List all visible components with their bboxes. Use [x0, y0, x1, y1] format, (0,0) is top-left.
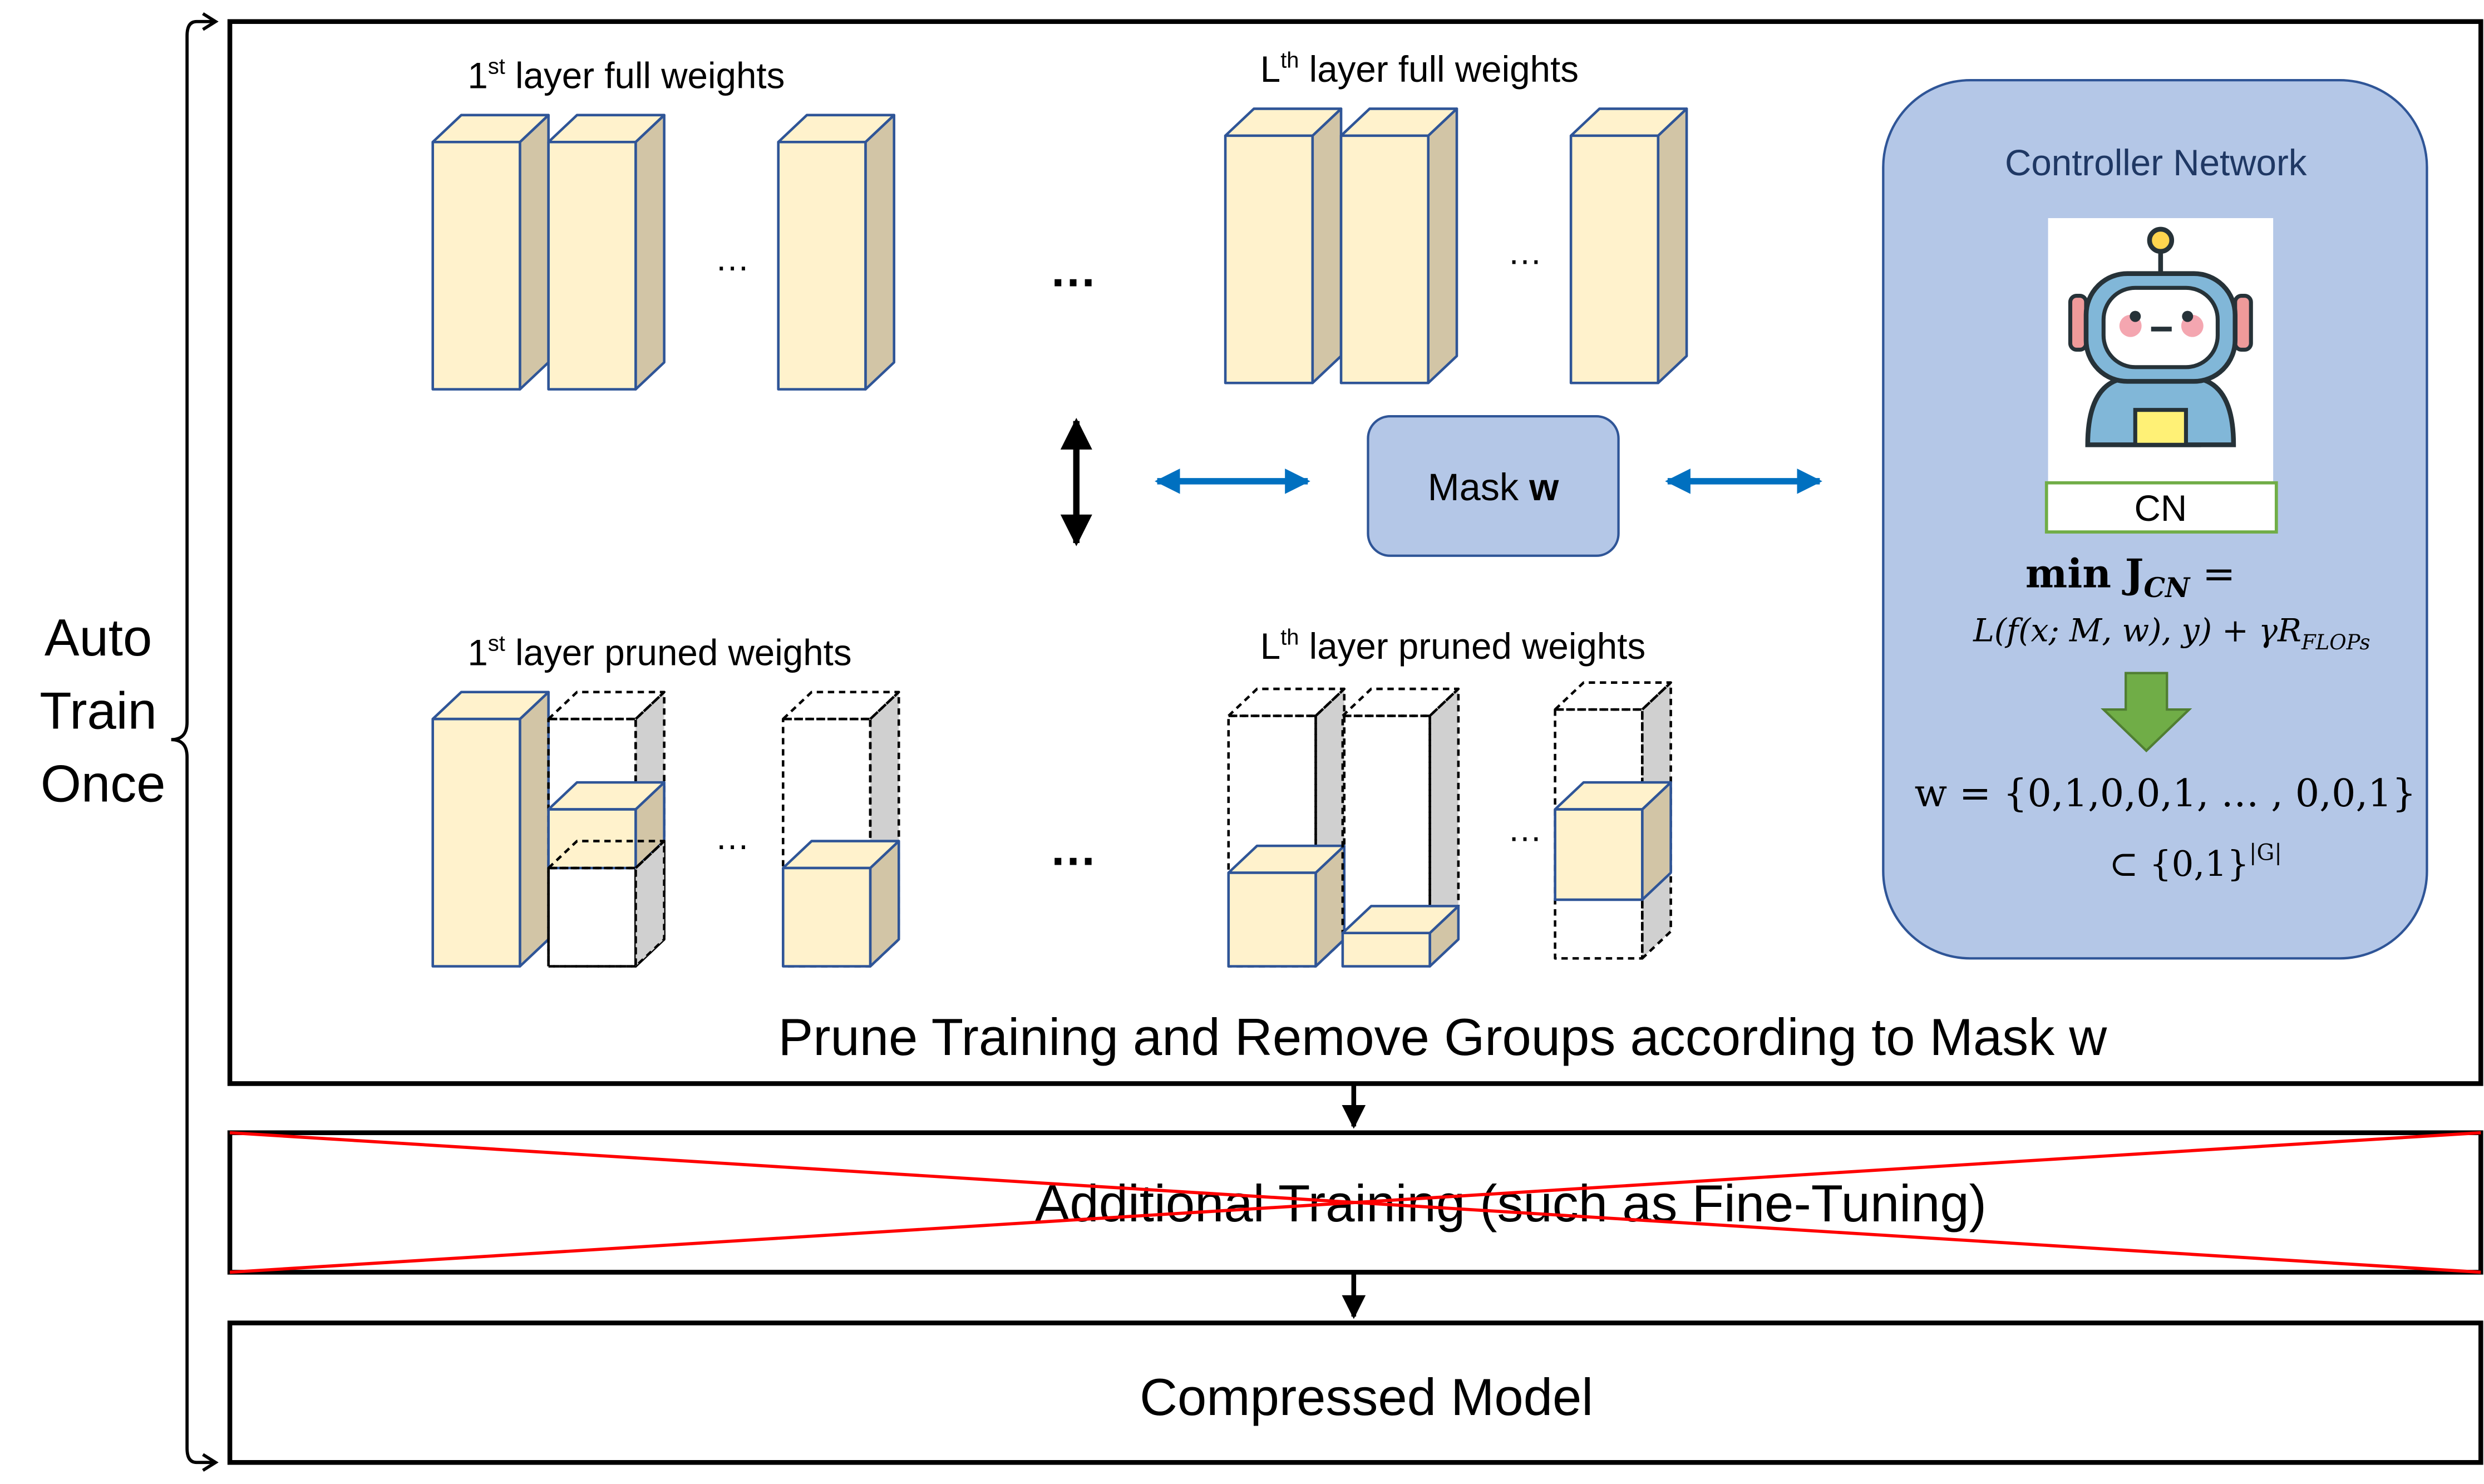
block-side-face	[1311, 107, 1343, 384]
ellipsis-last-full: …	[1507, 233, 1542, 272]
block-side-face	[519, 691, 550, 968]
pruned-weight-block-8	[1227, 844, 1346, 968]
side-label: Auto Train Once	[40, 608, 165, 812]
pruned-weight-block-1	[431, 691, 550, 968]
block-front-face	[547, 866, 637, 968]
svg-text:CN: CN	[2135, 488, 2187, 529]
additional-training-label: Additional Training (such as Fine-Tuning…	[1035, 1174, 1987, 1232]
objective-formula: min JCN =	[2025, 550, 2236, 604]
full-weight-block-2	[547, 114, 666, 391]
block-side-face	[1428, 687, 1460, 935]
last-layer-full-title: Lth layer full weights	[1260, 48, 1579, 90]
block-front-face	[547, 808, 637, 870]
side-label-line2: Train	[40, 681, 157, 739]
full-weight-block-5	[1339, 107, 1458, 384]
compressed-model-label: Compressed Model	[1140, 1368, 1593, 1426]
pruned-weight-block-6	[782, 840, 900, 968]
block-side-face	[864, 114, 895, 391]
block-side-face	[634, 114, 666, 391]
mask-box: Mask w	[1367, 415, 1620, 557]
block-front-face	[1224, 134, 1314, 384]
robot-icon	[2048, 218, 2274, 483]
full-weight-blocks	[431, 107, 1688, 391]
ellipsis-last-pruned: …	[1507, 810, 1542, 849]
prune-training-caption: Prune Training and Remove Groups accordi…	[778, 1008, 2108, 1066]
ellipsis-between-pruned-layers: …	[1049, 822, 1097, 875]
auto-train-once-brace	[171, 12, 219, 1472]
cn-badge: CN	[2044, 481, 2278, 534]
mask-vector-formula: w = {0,1,0,0,1, … , 0,0,1}	[1915, 772, 2417, 816]
ellipsis-first-full: …	[715, 239, 750, 278]
last-layer-pruned-title: Lth layer pruned weights	[1260, 625, 1645, 667]
pruned-weight-blocks	[431, 681, 1672, 968]
controller-network-title: Controller Network	[2005, 142, 2307, 183]
full-weight-block-1	[431, 114, 550, 391]
ellipsis-first-pruned: …	[715, 818, 750, 857]
pruned-weight-block-10	[1341, 905, 1460, 968]
block-front-face	[1554, 808, 1644, 901]
full-weight-block-3	[777, 114, 895, 391]
block-front-face	[431, 717, 521, 968]
ellipsis-between-full-layers: …	[1049, 244, 1097, 297]
first-layer-pruned-title: 1st layer pruned weights	[467, 632, 851, 673]
block-front-face	[1341, 931, 1431, 968]
full-weight-block-6	[1569, 107, 1688, 384]
block-front-face	[547, 140, 637, 391]
down-arrow-icon	[2100, 672, 2192, 753]
block-side-face	[1657, 107, 1688, 384]
block-front-face	[1554, 708, 1644, 960]
first-layer-full-title: 1st layer full weights	[467, 55, 785, 96]
block-front-face	[1339, 134, 1430, 384]
side-label-line3: Once	[41, 754, 166, 812]
pruned-weight-block-4	[547, 840, 666, 968]
pruned-weight-block-3	[547, 781, 666, 870]
cross-line-2	[229, 1131, 2481, 1274]
additional-training-box: Additional Training (such as Fine-Tuning…	[227, 1130, 2483, 1275]
block-front-face	[782, 866, 872, 968]
mask-label: Mask w	[1428, 466, 1559, 509]
block-front-face	[1227, 871, 1317, 968]
side-label-line1: Auto	[45, 608, 152, 667]
loss-formula: L(f(x; M, w), y) + γRFLOPs	[1973, 613, 2370, 654]
full-weight-block-4	[1224, 107, 1343, 384]
block-side-face	[1427, 107, 1458, 384]
block-front-face	[431, 140, 521, 391]
block-front-face	[1341, 714, 1431, 935]
block-front-face	[777, 140, 867, 391]
pruned-weight-block-12	[1554, 781, 1672, 901]
controller-network-panel: Controller Network CN min JCN = L(f(x; M…	[1882, 79, 2428, 960]
prune-training-panel	[227, 19, 2483, 1086]
pruned-weight-block-9	[1341, 687, 1460, 935]
block-side-face	[519, 114, 550, 391]
subset-formula: ⊂ {0,1}|G|	[2109, 840, 2282, 884]
block-front-face	[1569, 134, 1660, 384]
block-side-face	[634, 840, 666, 968]
compressed-model-box: Compressed Model	[227, 1320, 2483, 1465]
